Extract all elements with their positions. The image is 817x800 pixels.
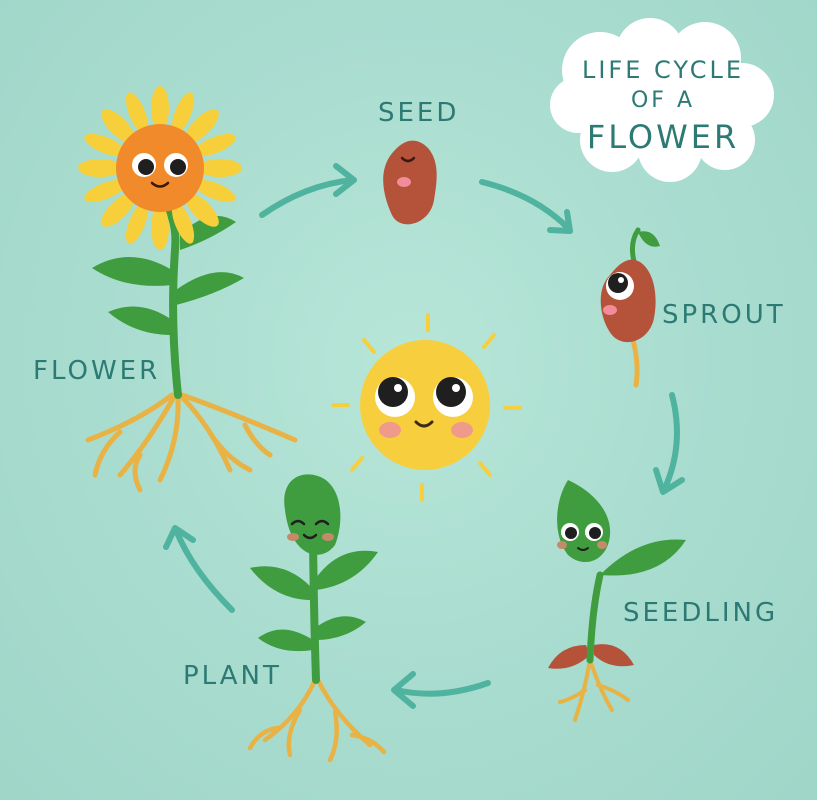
flower-icon: [78, 86, 295, 490]
arrow-seedling-to-plant: [394, 674, 488, 706]
stage-label-plant: PLANT: [183, 663, 282, 689]
stage-label-seedling: SEEDLING: [623, 600, 778, 626]
title-card: LIFE CYCLE OF A FLOWER: [552, 22, 774, 172]
sprout-icon: [601, 230, 660, 385]
plant-icon: [250, 474, 384, 760]
title-line-3: FLOWER: [552, 118, 774, 156]
arrow-plant-to-flower: [166, 528, 232, 610]
arrow-sprout-to-seedling: [656, 395, 682, 492]
arrow-flower-to-seed: [262, 166, 354, 215]
stage-label-seed: SEED: [378, 100, 459, 126]
seed-icon: [383, 141, 436, 225]
sun-icon: [333, 315, 520, 500]
title-line-1: LIFE CYCLE: [552, 56, 774, 84]
arrow-seed-to-sprout: [482, 182, 570, 231]
stage-label-flower: FLOWER: [33, 358, 160, 384]
stage-label-sprout: SPROUT: [662, 302, 786, 328]
title-line-2: OF A: [552, 88, 774, 113]
